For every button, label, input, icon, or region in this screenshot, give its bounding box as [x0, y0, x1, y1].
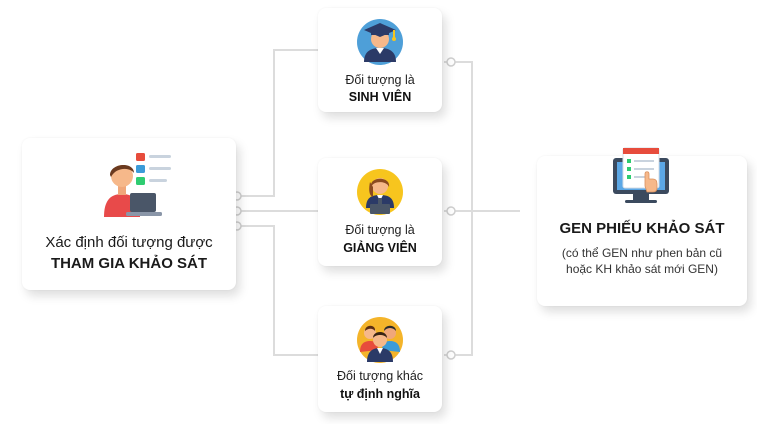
group-of-people-icon — [357, 317, 403, 363]
generate-survey-card: GEN PHIẾU KHẢO SÁT (có thể GEN như phen … — [537, 147, 747, 306]
target-audience-card: Xác định đối tượng được THAM GIA KHẢO SÁ… — [22, 138, 236, 290]
left-card-line1: Xác định đối tượng được — [45, 234, 213, 251]
right-card-note-line1: (có thể GEN như phen bản cũ — [561, 246, 723, 260]
graduate-student-icon — [357, 19, 403, 65]
left-card-line2: THAM GIA KHẢO SÁT — [50, 255, 208, 272]
person-at-laptop-checklist-icon — [104, 153, 171, 217]
option-lecturers-line2: GIẢNG VIÊN — [343, 241, 417, 255]
option-custom-line2: tự định nghĩa — [340, 387, 420, 401]
lecturer-at-podium-icon — [357, 169, 403, 215]
option-custom-line1: Đối tượng khác — [336, 369, 424, 383]
option-card-students[interactable]: Đối tượng là SINH VIÊN — [318, 8, 442, 112]
option-card-custom[interactable]: Đối tượng khác tự định nghĩa — [318, 306, 442, 412]
option-students-line2: SINH VIÊN — [348, 90, 412, 104]
right-card-title: GEN PHIẾU KHẢO SÁT — [559, 220, 725, 237]
option-card-lecturers[interactable]: Đối tượng là GIẢNG VIÊN — [318, 158, 442, 266]
option-students-line1: Đối tượng là — [345, 73, 415, 87]
monitor-survey-form-icon — [613, 147, 669, 203]
option-lecturers-line1: Đối tượng là — [345, 223, 415, 237]
right-card-note-line2: hoặc KH khảo sát mới GEN) — [566, 262, 718, 276]
